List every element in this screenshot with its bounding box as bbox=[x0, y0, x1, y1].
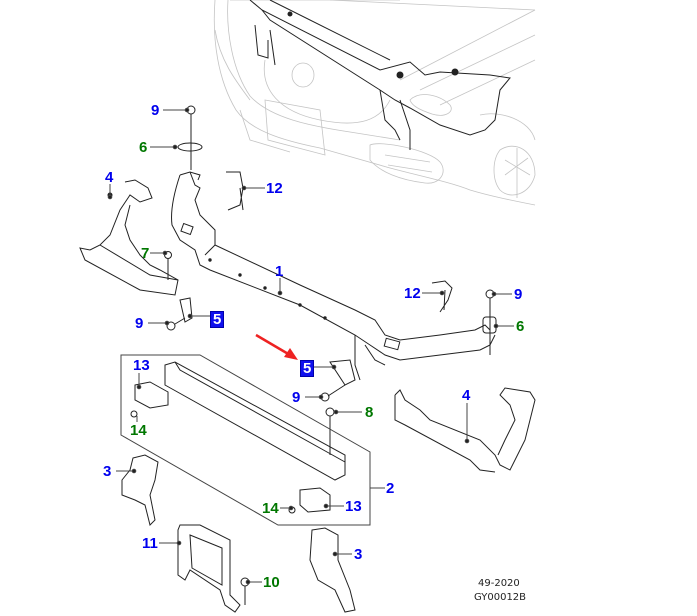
upper-carrier-assembly bbox=[249, 0, 511, 150]
callout-12-right[interactable]: 12 bbox=[404, 285, 421, 302]
callout-3-right[interactable]: 3 bbox=[354, 546, 363, 563]
fasteners bbox=[164, 105, 497, 455]
part-2-bumper-beam-assembly bbox=[120, 354, 371, 526]
callout-1[interactable]: 1 bbox=[275, 263, 284, 280]
callout-13-bottom[interactable]: 13 bbox=[345, 498, 362, 515]
callout-8[interactable]: 8 bbox=[365, 404, 374, 421]
callout-6-right[interactable]: 6 bbox=[516, 318, 525, 335]
callout-9-left[interactable]: 9 bbox=[135, 315, 144, 332]
callout-4-left[interactable]: 4 bbox=[105, 169, 114, 186]
callout-11[interactable]: 11 bbox=[142, 535, 158, 552]
part-1-front-end-carrier bbox=[171, 171, 496, 381]
callout-7[interactable]: 7 bbox=[141, 245, 150, 262]
part-11-bracket bbox=[177, 524, 250, 613]
callout-3-left[interactable]: 3 bbox=[103, 463, 112, 480]
callout-5-center[interactable]: 5 bbox=[300, 360, 315, 377]
callout-12-left[interactable]: 12 bbox=[266, 180, 283, 197]
callout-13-top[interactable]: 13 bbox=[133, 357, 150, 374]
callout-14-right[interactable]: 14 bbox=[262, 500, 279, 517]
callout-9-center[interactable]: 9 bbox=[292, 389, 301, 406]
part-4-right-bracket bbox=[394, 387, 536, 473]
callout-5-left[interactable]: 5 bbox=[210, 311, 225, 328]
leader-lines bbox=[107, 107, 514, 585]
part-3-brackets bbox=[121, 454, 356, 613]
callout-4-right[interactable]: 4 bbox=[462, 387, 471, 404]
vehicle-outline bbox=[213, 0, 536, 206]
callout-9-right[interactable]: 9 bbox=[514, 286, 523, 303]
date-code: 49-2020 bbox=[478, 578, 520, 589]
part-12-brackets bbox=[226, 171, 453, 313]
part-4-left-bracket bbox=[79, 179, 179, 296]
callout-2[interactable]: 2 bbox=[386, 480, 395, 497]
callout-9-top[interactable]: 9 bbox=[151, 102, 160, 119]
callout-10[interactable]: 10 bbox=[263, 574, 280, 591]
red-pointer-arrow bbox=[255, 333, 298, 360]
illustration-code: GY00012B bbox=[474, 592, 527, 603]
callout-14-left[interactable]: 14 bbox=[130, 422, 147, 439]
callout-6-top[interactable]: 6 bbox=[139, 139, 148, 156]
